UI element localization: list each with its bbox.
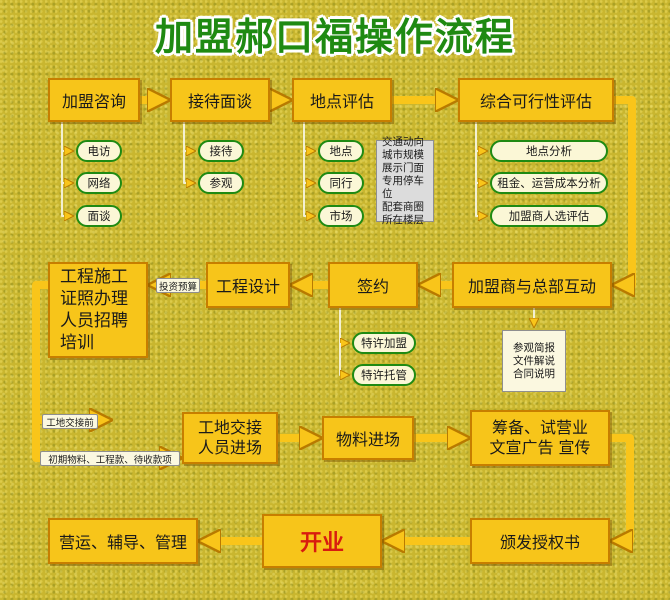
branch-site-market xyxy=(303,183,314,216)
consult-item-interview: 面谈 xyxy=(76,205,122,227)
site-item-market: 市场 xyxy=(318,205,364,227)
branch-consult-interview xyxy=(61,183,72,216)
site-note-commercial: 配套商圈 xyxy=(382,200,424,213)
site-note-storefront: 展示门面 xyxy=(382,161,424,174)
feasibility-item-cost: 租金、运营成本分析 xyxy=(490,172,608,194)
branch-sign-managed xyxy=(339,343,348,375)
branch-consult-phone xyxy=(61,122,72,151)
step-reception: 接待面谈 xyxy=(170,78,270,122)
step-works: 工程施工 证照办理 人员招聘 培训 xyxy=(48,262,148,358)
page-title: 加盟郝口福操作流程 xyxy=(154,15,515,59)
reception-item-receive: 接待 xyxy=(198,140,244,162)
step-design: 工程设计 xyxy=(206,262,290,308)
step-site-eval: 地点评估 xyxy=(292,78,392,122)
feasibility-item-candidate: 加盟商人选评估 xyxy=(490,205,608,227)
step-license: 颁发授权书 xyxy=(470,518,610,564)
site-note-floor: 所在楼层 xyxy=(382,213,424,226)
arrow-prepare-to-license xyxy=(610,434,634,541)
step-sign: 签约 xyxy=(328,262,418,308)
step-opening: 开业 xyxy=(262,514,382,568)
branch-consult-network xyxy=(61,151,72,183)
site-item-competitor: 同行 xyxy=(318,172,364,194)
label-site-handover-before: 工地交接前 xyxy=(42,414,98,429)
step-prepare: 筹备、试营业 文宣广告 宣传 xyxy=(470,410,610,466)
step-consult: 加盟咨询 xyxy=(48,78,140,122)
branch-feasibility-cost xyxy=(475,151,486,183)
label-initial-costs: 初期物料、工程款、待收款项 xyxy=(40,451,180,466)
arrow-feasibility-to-interaction xyxy=(614,96,636,285)
branch-reception-visit xyxy=(183,151,194,183)
site-note-city-scale: 城市规模 xyxy=(382,148,424,161)
site-note-parking: 专用停车位 xyxy=(382,174,424,200)
step-interaction: 加盟商与总部互动 xyxy=(452,262,612,308)
consult-item-phone: 电访 xyxy=(76,140,122,162)
sign-item-managed: 特许托管 xyxy=(352,364,416,386)
step-handover: 工地交接 人员进场 xyxy=(182,412,278,464)
sign-item-franchise: 特许加盟 xyxy=(352,332,416,354)
feasibility-item-site: 地点分析 xyxy=(490,140,608,162)
step-materials: 物料进场 xyxy=(322,416,414,460)
site-notes: 交通动向 城市规模 展示门面 专用停车位 配套商圈 所在楼层 xyxy=(376,136,434,226)
reception-item-visit: 参观 xyxy=(198,172,244,194)
branch-feasibility-site xyxy=(475,122,486,151)
interaction-note: 参观简报 文件解说 合同说明 xyxy=(502,330,566,392)
step-operation: 营运、辅导、管理 xyxy=(48,518,198,564)
branch-site-location xyxy=(303,122,314,151)
branch-reception-receive xyxy=(183,122,194,151)
branch-sign-franchise xyxy=(339,308,348,343)
site-note-traffic: 交通动向 xyxy=(382,135,424,148)
step-feasibility: 综合可行性评估 xyxy=(458,78,614,122)
site-item-location: 地点 xyxy=(318,140,364,162)
branch-site-competitor xyxy=(303,151,314,183)
label-investment-budget: 投资预算 xyxy=(156,278,200,293)
branch-feasibility-candidate xyxy=(475,183,486,216)
consult-item-network: 网络 xyxy=(76,172,122,194)
